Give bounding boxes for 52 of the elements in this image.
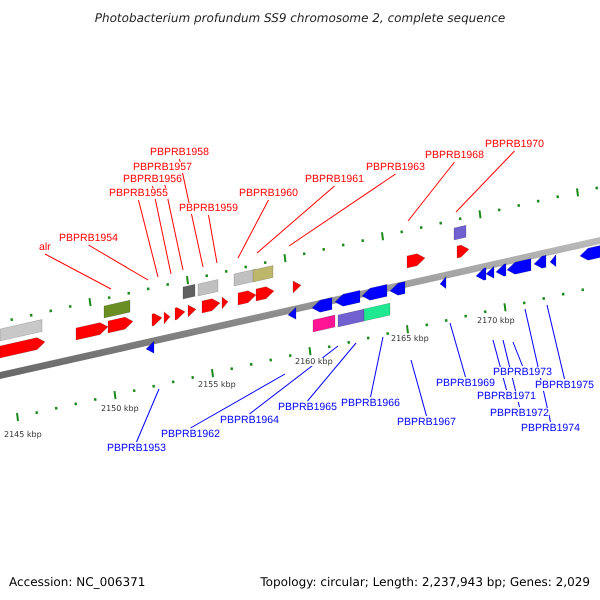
- leader-line: [256, 186, 335, 254]
- gene-label: PBPRB1955: [109, 188, 168, 198]
- leader-line: [238, 200, 269, 258]
- gene-label: PBPRB1975: [535, 380, 594, 390]
- leader-line: [512, 342, 523, 366]
- leader-line: [190, 374, 286, 428]
- leader-line: [546, 304, 565, 380]
- gene-label: alr: [39, 242, 51, 252]
- leader-line: [88, 244, 148, 280]
- scale-label: 2150 kbp: [101, 405, 139, 413]
- gene-label: PBPRB1970: [485, 139, 544, 150]
- leader-line: [408, 162, 455, 222]
- scale-label: 2170 kbp: [477, 317, 515, 325]
- gene-label: PBPRB1967: [397, 417, 456, 428]
- leader-line: [450, 322, 466, 378]
- gene-label: PBPRB1971: [477, 391, 536, 402]
- genome-info-text: Topology: circular; Length: 2,237,943 bp; Genes: 2,029: [260, 576, 590, 588]
- gene-label: PBPRB1963: [366, 162, 425, 172]
- leader-line: [152, 186, 172, 274]
- gene-label: PBPRB1961: [305, 174, 364, 184]
- gene-label: PBPRB1953: [107, 443, 166, 454]
- leader-line: [138, 200, 158, 278]
- scale-label: 2145 kbp: [4, 431, 42, 439]
- leader-line: [307, 342, 356, 402]
- leader-line: [410, 360, 427, 416]
- gene-label: PBPRB1968: [425, 150, 484, 160]
- accession-text: Accession: NC_006371: [9, 576, 146, 588]
- gene-label: PBPRB1957: [133, 162, 192, 172]
- gene-label: PBPRB1966: [341, 398, 400, 408]
- leader-line: [44, 254, 112, 290]
- gene-label: PBPRB1973: [493, 367, 552, 378]
- scale-label: 2155 kbp: [198, 381, 236, 389]
- leader-line: [288, 174, 396, 246]
- leader-line: [249, 346, 338, 414]
- gene-label: PBPRB1972: [490, 408, 549, 418]
- leader-line: [208, 214, 218, 264]
- leader-line: [456, 150, 515, 212]
- gene-label: PBPRB1956: [123, 174, 182, 184]
- gene-label: PBPRB1962: [161, 429, 220, 440]
- leader-line: [136, 388, 160, 442]
- scale-label: 2165 kbp: [391, 335, 429, 343]
- scale-label: 2160 kbp: [295, 358, 333, 366]
- title: Photobacterium profundum SS9 chromosome 2, complete sequence: [94, 12, 506, 24]
- gene-label: PBPRB1965: [278, 402, 337, 412]
- leader-line: [370, 336, 384, 398]
- gene-label: PBPRB1954: [59, 233, 118, 244]
- gene-label: PBPRB1958: [150, 147, 209, 158]
- gene-label: PBPRB1969: [436, 378, 495, 388]
- gene-label: PBPRB1959: [179, 203, 238, 214]
- gene-label: PBPRB1960: [239, 188, 298, 198]
- gene-label: PBPRB1964: [220, 415, 279, 426]
- gene-label: PBPRB1974: [521, 423, 580, 434]
